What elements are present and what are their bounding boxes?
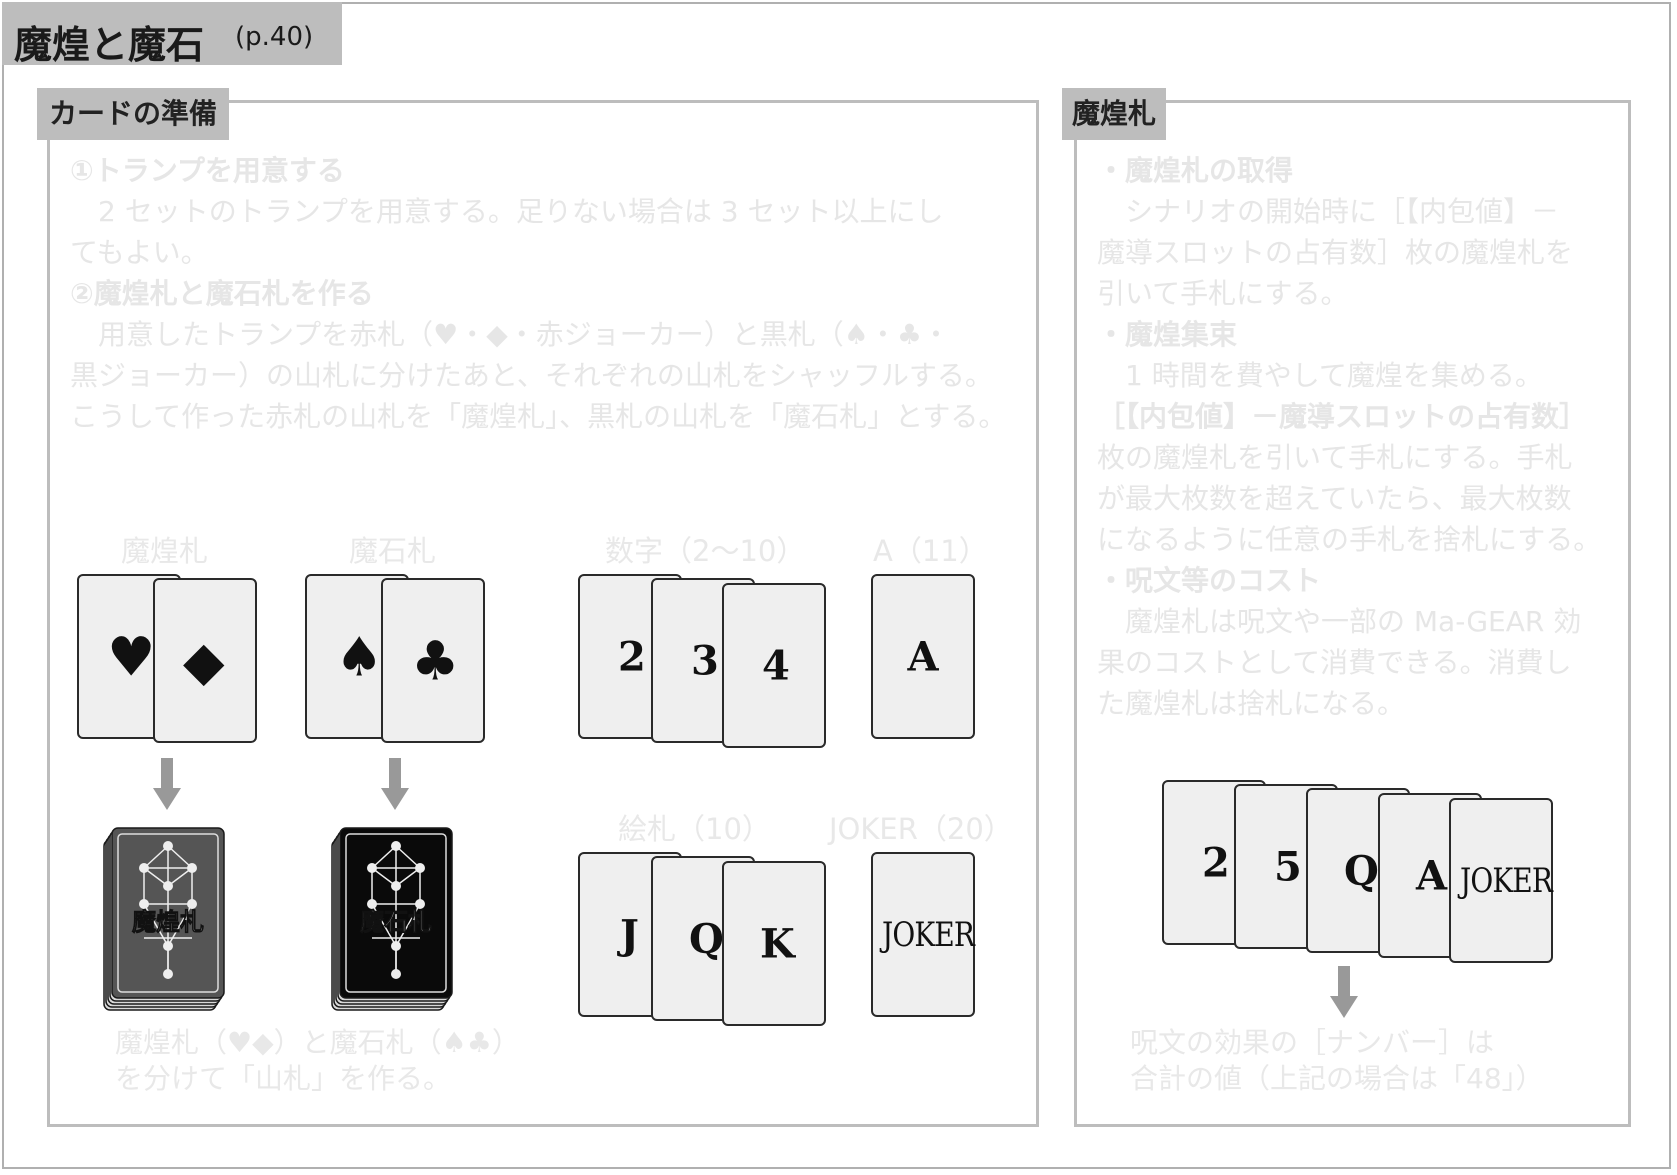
right-line-14: た魔煌札は捨札になる。 (1097, 687, 1406, 720)
club-suit-icon: ♣ (411, 629, 460, 692)
left-line-5: 用意したトランプを赤札（♥・◆・赤ジョーカー）と黒札（♠・♣・ (70, 318, 951, 351)
number-card-4: 4 (722, 583, 826, 748)
right-line-11: ・呪文等のコスト (1097, 564, 1322, 597)
right-line-3: 魔導スロットの占有数］枚の魔煌札を (1097, 236, 1574, 269)
makou-fuda-panel (1074, 100, 1631, 1127)
joker-label: JOKER（20） (829, 812, 1013, 846)
right-line-1: ・魔煌札の取得 (1097, 154, 1294, 187)
svg-text:魔石札: 魔石札 (360, 908, 432, 936)
right-line-12: 魔煌札は呪文や一部の Ma-GEAR 効 (1097, 605, 1582, 638)
face-card-k: K (722, 861, 826, 1026)
right-line-5: ・魔煌集束 (1097, 318, 1238, 351)
spade-suit-icon: ♠ (335, 625, 384, 688)
right-line-7: ［【内包値】－魔導スロットの占有数］ (1097, 400, 1588, 433)
right-line-13: 果のコストとして消費できる。消費し (1097, 646, 1572, 679)
right-line-6: 1 時間を費やして魔煌を集める。 (1097, 359, 1543, 392)
diamond-card: ◆ (153, 578, 257, 743)
left-line-3: てもよい。 (70, 236, 209, 269)
ace-label: A（11） (873, 534, 988, 568)
left-caption-line-2: を分けて「山札」を作る。 (115, 1062, 452, 1095)
left-line-1: ①トランプを用意する (70, 154, 345, 187)
face-cards-label: 絵札（10） (618, 812, 771, 846)
left-line-4: ②魔煌札と魔石札を作る (70, 277, 374, 310)
makou-deck: 魔煌札 (103, 827, 225, 1011)
left-line-6: 黒ジョーカー）の山札に分けたあと、それぞれの山札をシャッフルする。 (70, 359, 993, 392)
svg-text:魔煌札: 魔煌札 (132, 908, 204, 936)
joker-card: JOKER (871, 852, 975, 1017)
right-line-2: シナリオの開始時に［【内包値】－ (1097, 195, 1560, 228)
heart-suit-icon: ♥ (107, 625, 156, 688)
right-line-10: になるように任意の手札を捨札にする。 (1097, 523, 1602, 556)
left-caption-line-1: 魔煌札（♥◆）と魔石札（♠♣） (115, 1026, 520, 1059)
right-line-8: 枚の魔煌札を引いて手札にする。手札 (1097, 441, 1573, 474)
right-caption-line-1: 呪文の効果の［ナンバー］は (1130, 1026, 1495, 1059)
makou-label: 魔煌札 (121, 534, 209, 568)
left-line-7: こうして作った赤札の山札を「魔煌札」、黒札の山札を「魔石札」とする。 (70, 400, 1007, 433)
page-title-tab: 魔煌と魔石 (p.40) (2, 2, 342, 67)
maseki-label: 魔石札 (349, 534, 437, 568)
right-line-4: 引いて手札にする。 (1097, 277, 1349, 310)
hand-card-joker: JOKER (1449, 798, 1553, 963)
diamond-suit-icon: ◆ (183, 629, 225, 692)
card-preparation-panel (47, 100, 1039, 1127)
card-preparation-tab: カードの準備 (37, 88, 230, 140)
numbers-label: 数字（2～10） (605, 534, 806, 568)
makou-fuda-tab: 魔煌札 (1062, 88, 1167, 140)
club-card: ♣ (381, 578, 485, 743)
page-title: 魔煌と魔石 (14, 23, 205, 67)
right-caption-line-2: 合計の値（上記の場合は「48」） (1130, 1062, 1544, 1095)
ace-card: A (871, 574, 975, 739)
maseki-deck: 魔石札 (331, 827, 453, 1011)
right-line-9: が最大枚数を超えていたら、最大枚数 (1097, 482, 1572, 515)
page-reference: (p.40) (235, 22, 314, 52)
left-line-2: 2 セットのトランプを用意する。足りない場合は 3 セット以上にし (70, 195, 944, 228)
